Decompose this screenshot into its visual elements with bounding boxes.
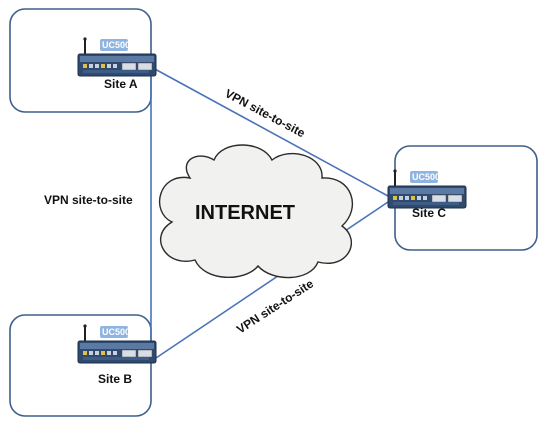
- site-a-label: Site A: [104, 77, 138, 91]
- vpn-label-b-c: VPN site-to-site: [234, 276, 316, 336]
- internet-label: INTERNET: [195, 202, 295, 224]
- site-c-router: UC500: [387, 168, 467, 209]
- site-b-device-label: UC500: [102, 327, 130, 337]
- internet-cloud: [158, 144, 353, 279]
- vpn-label-a-b: VPN site-to-site: [44, 193, 133, 207]
- link-a-c: [152, 67, 389, 197]
- site-b-router: UC500: [77, 323, 157, 364]
- link-b-c: [152, 201, 389, 361]
- site-c-device-label: UC500: [412, 172, 440, 182]
- site-b-box: [9, 314, 152, 417]
- site-a-badge: [100, 39, 128, 51]
- site-a-router: UC500: [77, 36, 157, 77]
- site-b-label: Site B: [98, 372, 132, 386]
- site-a-device-label: UC500: [102, 40, 130, 50]
- site-c-badge: [410, 171, 438, 183]
- site-c-label: Site C: [412, 206, 446, 220]
- site-b-badge: [100, 326, 128, 338]
